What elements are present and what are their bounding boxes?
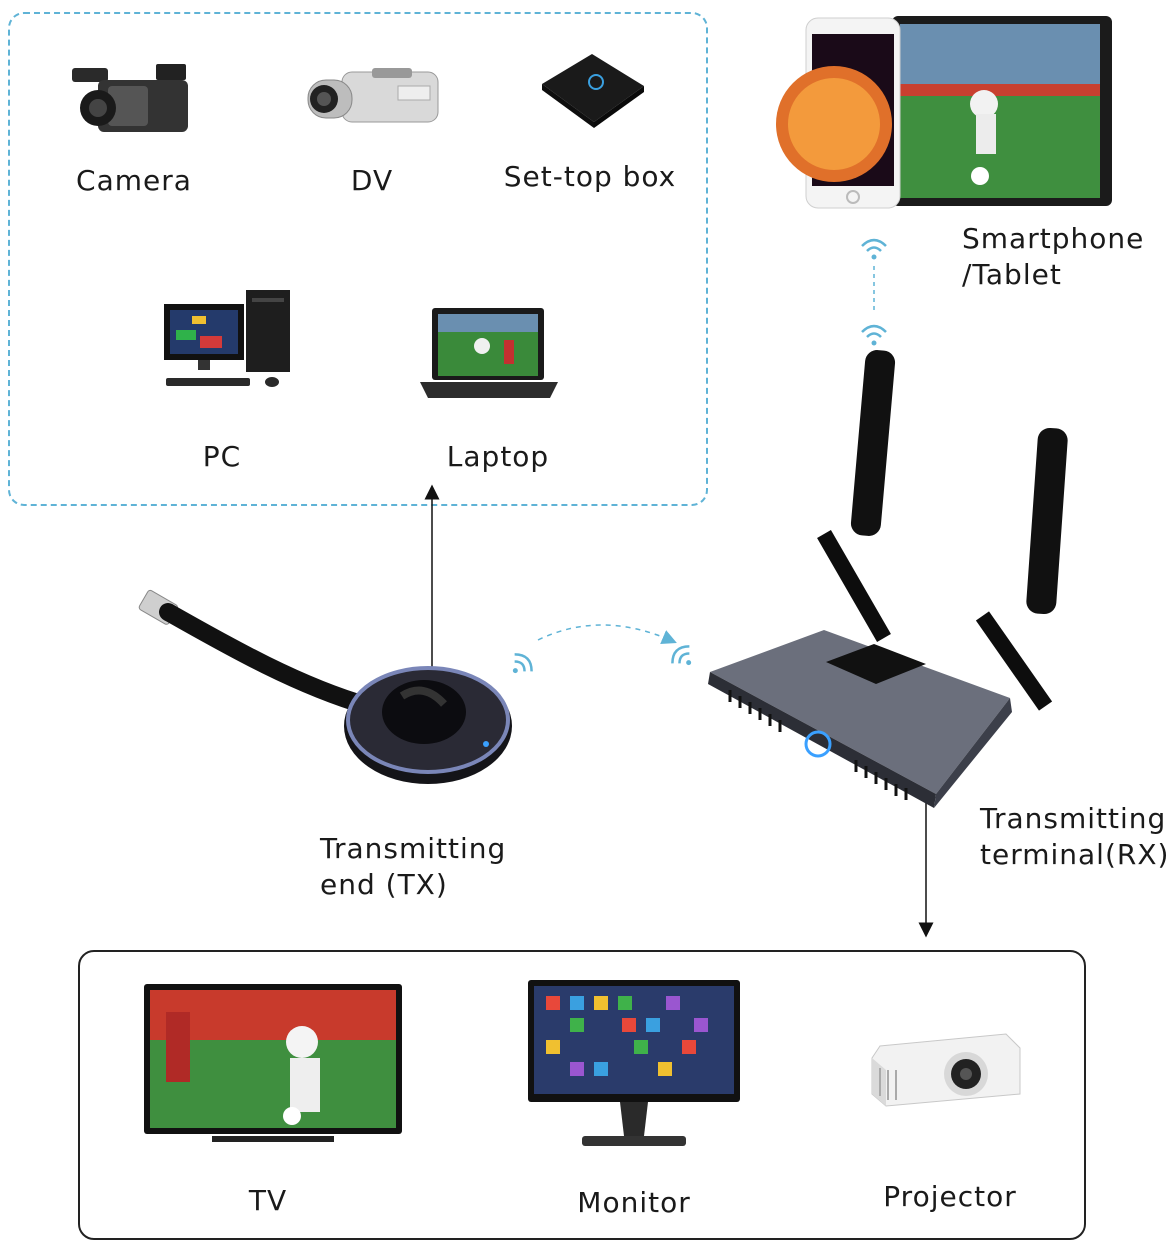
rx-label-line2: terminal(RX) bbox=[980, 838, 1170, 871]
pc-icon bbox=[164, 290, 290, 387]
projector-icon bbox=[871, 1033, 1021, 1107]
smartphone-tablet-icon bbox=[776, 16, 1112, 209]
camera-label: Camera bbox=[76, 164, 192, 197]
wifi-icon-smartphone bbox=[861, 238, 887, 260]
projector-label: Projector bbox=[883, 1180, 1017, 1213]
tx-label-line1: Transmitting bbox=[320, 832, 507, 865]
tx-dongle-icon bbox=[138, 589, 512, 784]
wifi-icon-rx-top bbox=[861, 324, 887, 346]
pc-label: PC bbox=[202, 440, 242, 473]
wifi-icon-rx-side bbox=[671, 645, 692, 666]
source-devices-group bbox=[8, 12, 708, 506]
laptop-icon bbox=[420, 308, 558, 398]
rx-label-line1: Transmitting bbox=[980, 802, 1167, 835]
monitor-icon bbox=[528, 980, 740, 1146]
rx-receiver-icon bbox=[708, 350, 1068, 808]
tx-to-rx-wireless-link bbox=[537, 624, 677, 644]
dv-label: DV bbox=[350, 164, 394, 197]
smartphone-label-line1: Smartphone bbox=[962, 222, 1145, 255]
set-top-box-label: Set-top box bbox=[503, 160, 677, 193]
monitor-label: Monitor bbox=[577, 1186, 691, 1219]
tx-label-line2: end (TX) bbox=[320, 868, 448, 901]
set-top-box-icon bbox=[542, 54, 644, 128]
laptop-label: Laptop bbox=[446, 440, 550, 473]
smartphone-label-line2: /Tablet bbox=[962, 258, 1062, 291]
wifi-icon-tx bbox=[512, 653, 533, 674]
dv-camcorder-icon bbox=[307, 68, 439, 123]
camera-icon bbox=[72, 64, 188, 132]
tv-icon bbox=[144, 984, 402, 1142]
tv-label: TV bbox=[248, 1184, 288, 1217]
